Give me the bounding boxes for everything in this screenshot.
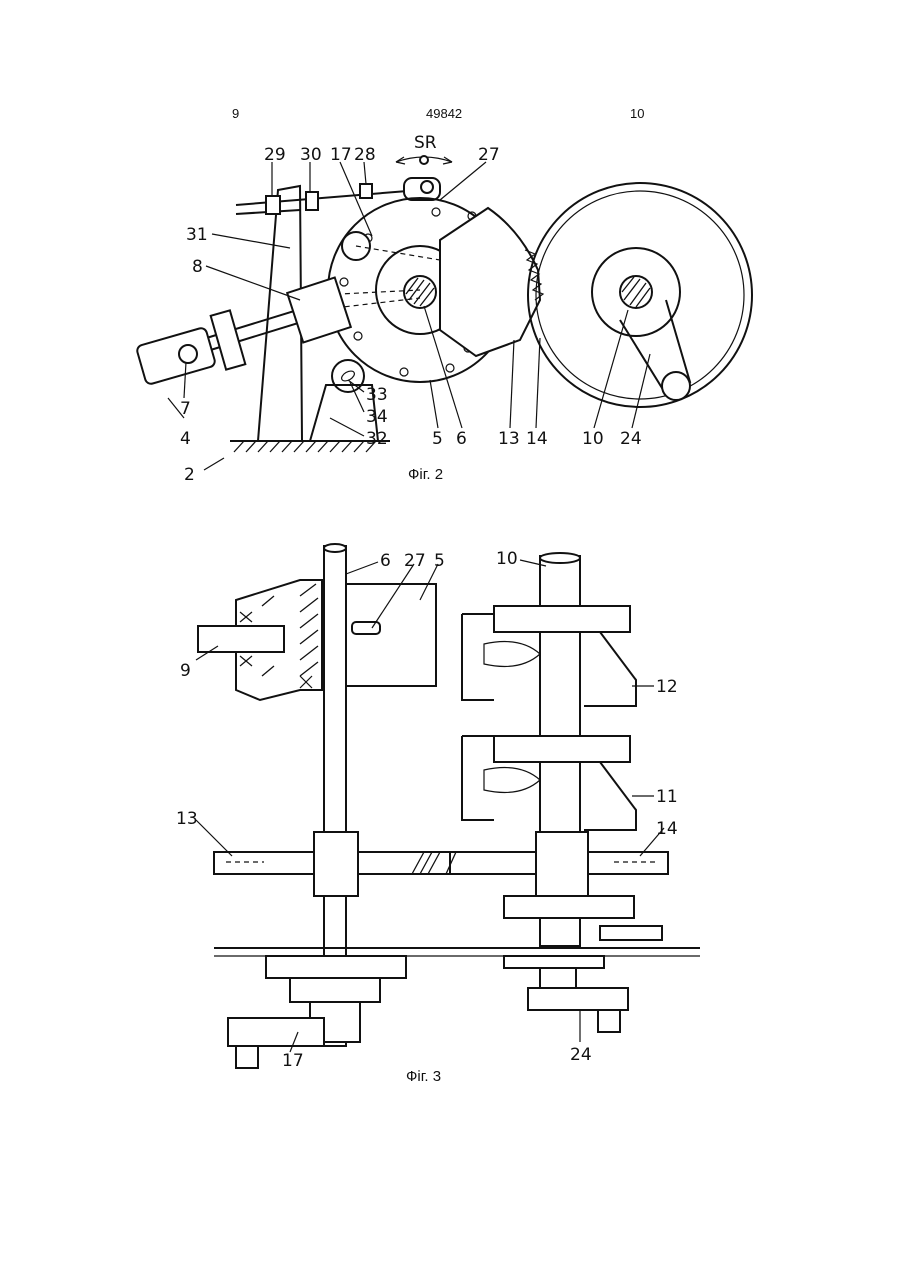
- label-33: 33: [366, 385, 388, 405]
- label-7: 7: [180, 399, 191, 419]
- lower-right-collar: [504, 896, 634, 918]
- pivot-pin: [421, 181, 433, 193]
- lower-left-flange: [266, 956, 406, 978]
- shaft-6-hatching: [406, 278, 434, 306]
- lower-right-bracket: [600, 926, 662, 940]
- label-2: 2: [184, 465, 195, 485]
- roller-27: [352, 622, 380, 634]
- fig3-label-12: 12: [656, 677, 678, 697]
- cam-disc-12: [494, 606, 630, 632]
- fig3-label-14: 14: [656, 819, 678, 839]
- fig3-label-9: 9: [180, 661, 191, 681]
- label-5: 5: [432, 429, 443, 449]
- fig3-label-13: 13: [176, 809, 198, 829]
- label-8: 8: [192, 257, 203, 277]
- label-10: 10: [582, 429, 604, 449]
- clamp-28: [360, 184, 372, 198]
- universal-joint-7: [136, 327, 216, 385]
- pivot-33: [332, 360, 364, 392]
- lever-24: [528, 988, 628, 1010]
- fig3-label-6: 6: [380, 551, 391, 571]
- figure-2-leaders: [168, 162, 650, 470]
- bearing-housing: [287, 278, 351, 343]
- clamp-29: [266, 196, 280, 214]
- label-28: 28: [354, 145, 376, 165]
- figure-3-caption: Фіг. 3: [406, 1068, 441, 1085]
- shaft-10-top: [540, 553, 580, 563]
- lower-left-collar: [290, 978, 380, 1002]
- label-27: 27: [478, 145, 500, 165]
- label-31: 31: [186, 225, 208, 245]
- cam-slot-12: [484, 642, 540, 667]
- label-32: 32: [366, 429, 388, 449]
- fig3-label-10: 10: [496, 549, 518, 569]
- fig3-label-17: 17: [282, 1051, 304, 1071]
- label-6: 6: [456, 429, 467, 449]
- label-13: 13: [498, 429, 520, 449]
- shaft-6-top: [324, 544, 346, 552]
- cam-slot-11: [484, 768, 540, 793]
- figure-2-drawing: 29 30 17 28 SR 27 31 8 7 4 2 33 34 32 5 …: [136, 133, 752, 485]
- gear-wheel-inner-rim: [536, 191, 744, 399]
- lever-17: [228, 1018, 324, 1046]
- gear-13-hub: [314, 832, 358, 896]
- fig3-label-11: 11: [656, 787, 678, 807]
- joint-pin: [179, 345, 197, 363]
- label-24: 24: [620, 429, 642, 449]
- input-shaft-9: [198, 626, 284, 652]
- label-29: 29: [264, 145, 286, 165]
- gear-hub: [592, 248, 680, 336]
- label-4: 4: [180, 429, 191, 449]
- label-14: 14: [526, 429, 548, 449]
- pivot-slot-34: [340, 369, 356, 383]
- crank-roller: [662, 372, 690, 400]
- lever-24-pin: [598, 1010, 620, 1032]
- toothed-sector-13: [440, 208, 540, 356]
- gear-wheel-14: [528, 183, 752, 407]
- figure-3-drawing: 6 27 5 10 9 12 11 13 14 17 24: [176, 544, 700, 1071]
- fig3-label-5: 5: [434, 551, 445, 571]
- cam-disc-11: [494, 736, 630, 762]
- motion-pivot: [420, 156, 428, 164]
- clamp-30: [306, 192, 318, 210]
- fig3-label-27: 27: [404, 551, 426, 571]
- shaft-10-hatching: [622, 277, 650, 307]
- figure-2-caption: Фіг. 2: [408, 466, 443, 483]
- label-30: 30: [300, 145, 322, 165]
- gear-14-hub: [536, 832, 588, 896]
- ground-hatching: [234, 441, 376, 452]
- label-sr: SR: [414, 133, 437, 153]
- lower-right-flange: [504, 956, 604, 968]
- label-34: 34: [366, 407, 388, 427]
- fig3-label-24: 24: [570, 1045, 592, 1065]
- lower-right-hub: [540, 968, 576, 988]
- label-17: 17: [330, 145, 352, 165]
- lever-17-pin: [236, 1046, 258, 1068]
